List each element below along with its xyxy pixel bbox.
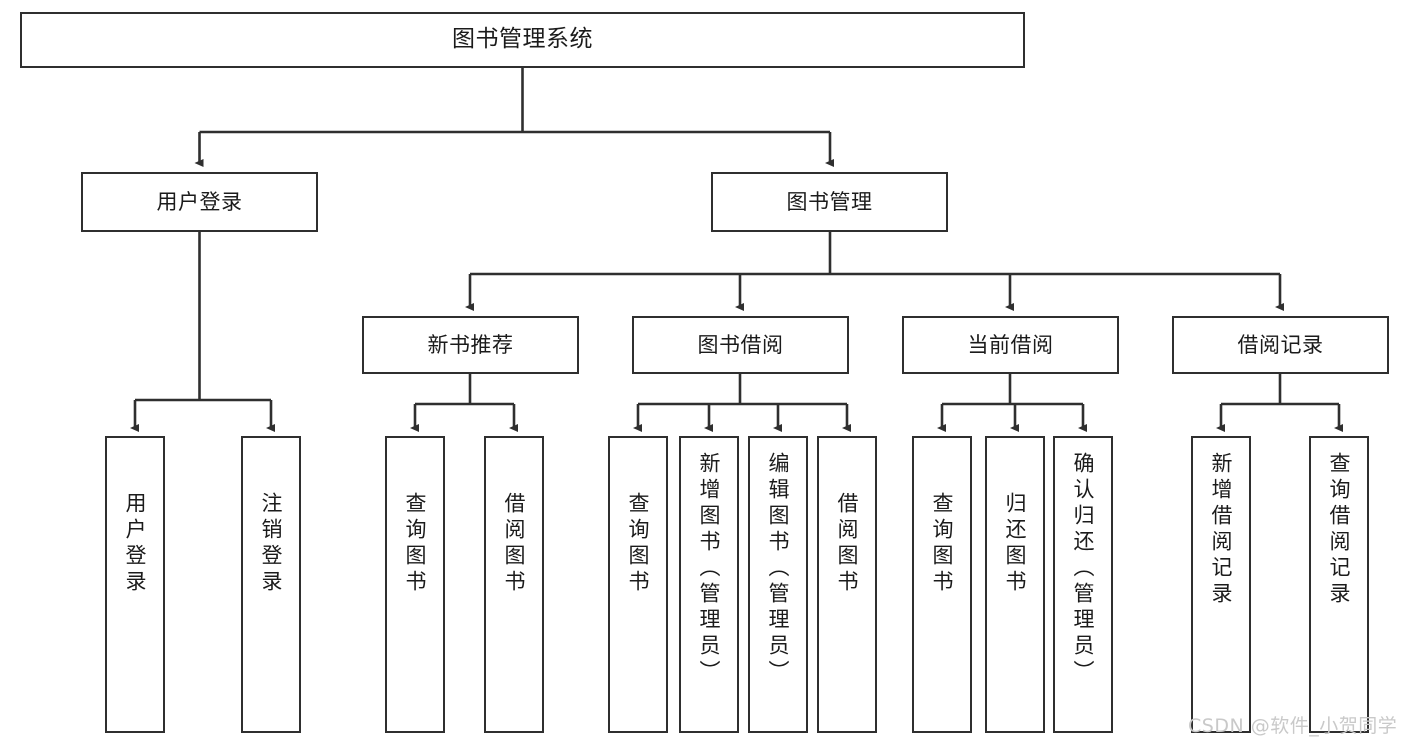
node-book-management-label: 图书管理 <box>786 189 873 214</box>
leaf-query-borrow-record-label: 查询借阅记录 <box>1327 452 1352 608</box>
leaf-query-borrow-record[interactable]: 查询借阅记录 <box>1309 436 1369 733</box>
leaf-user-login-label: 用户登录 <box>123 492 148 596</box>
node-user-login[interactable]: 用户登录 <box>81 172 318 232</box>
leaf-add-book-admin-label: 新增图书（管理员） <box>697 452 722 686</box>
node-new-book-recommend[interactable]: 新书推荐 <box>362 316 579 374</box>
leaf-query-book-borrow[interactable]: 查询图书 <box>608 436 668 733</box>
node-borrow-record-label: 借阅记录 <box>1237 332 1324 357</box>
leaf-user-logout[interactable]: 注销登录 <box>241 436 301 733</box>
leaf-user-logout-label: 注销登录 <box>259 492 284 596</box>
leaf-return-book-label: 归还图书 <box>1003 492 1028 596</box>
leaf-query-book-newbook[interactable]: 查询图书 <box>385 436 445 733</box>
leaf-borrow-book-label: 借阅图书 <box>835 492 860 596</box>
leaf-confirm-return-admin-label: 确认归还（管理员） <box>1071 452 1096 686</box>
node-new-book-recommend-label: 新书推荐 <box>427 332 514 357</box>
leaf-borrow-book-newbook-label: 借阅图书 <box>502 492 527 596</box>
leaf-user-login[interactable]: 用户登录 <box>105 436 165 733</box>
leaf-add-borrow-record[interactable]: 新增借阅记录 <box>1191 436 1251 733</box>
leaf-add-borrow-record-label: 新增借阅记录 <box>1209 452 1234 608</box>
leaf-query-book-current[interactable]: 查询图书 <box>912 436 972 733</box>
leaf-query-book-current-label: 查询图书 <box>930 492 955 596</box>
node-book-borrow-label: 图书借阅 <box>697 332 784 357</box>
node-book-management[interactable]: 图书管理 <box>711 172 948 232</box>
leaf-query-book-newbook-label: 查询图书 <box>403 492 428 596</box>
leaf-return-book[interactable]: 归还图书 <box>985 436 1045 733</box>
leaf-edit-book-admin[interactable]: 编辑图书（管理员） <box>748 436 808 733</box>
leaf-edit-book-admin-label: 编辑图书（管理员） <box>766 452 791 686</box>
node-borrow-record[interactable]: 借阅记录 <box>1172 316 1389 374</box>
leaf-confirm-return-admin[interactable]: 确认归还（管理员） <box>1053 436 1113 733</box>
node-root-label: 图书管理系统 <box>452 26 593 53</box>
node-current-borrow-label: 当前借阅 <box>967 332 1054 357</box>
node-book-borrow[interactable]: 图书借阅 <box>632 316 849 374</box>
leaf-add-book-admin[interactable]: 新增图书（管理员） <box>679 436 739 733</box>
leaf-borrow-book-newbook[interactable]: 借阅图书 <box>484 436 544 733</box>
leaf-borrow-book[interactable]: 借阅图书 <box>817 436 877 733</box>
node-root[interactable]: 图书管理系统 <box>20 12 1025 68</box>
node-user-login-label: 用户登录 <box>156 189 243 214</box>
leaf-query-book-borrow-label: 查询图书 <box>626 492 651 596</box>
node-current-borrow[interactable]: 当前借阅 <box>902 316 1119 374</box>
